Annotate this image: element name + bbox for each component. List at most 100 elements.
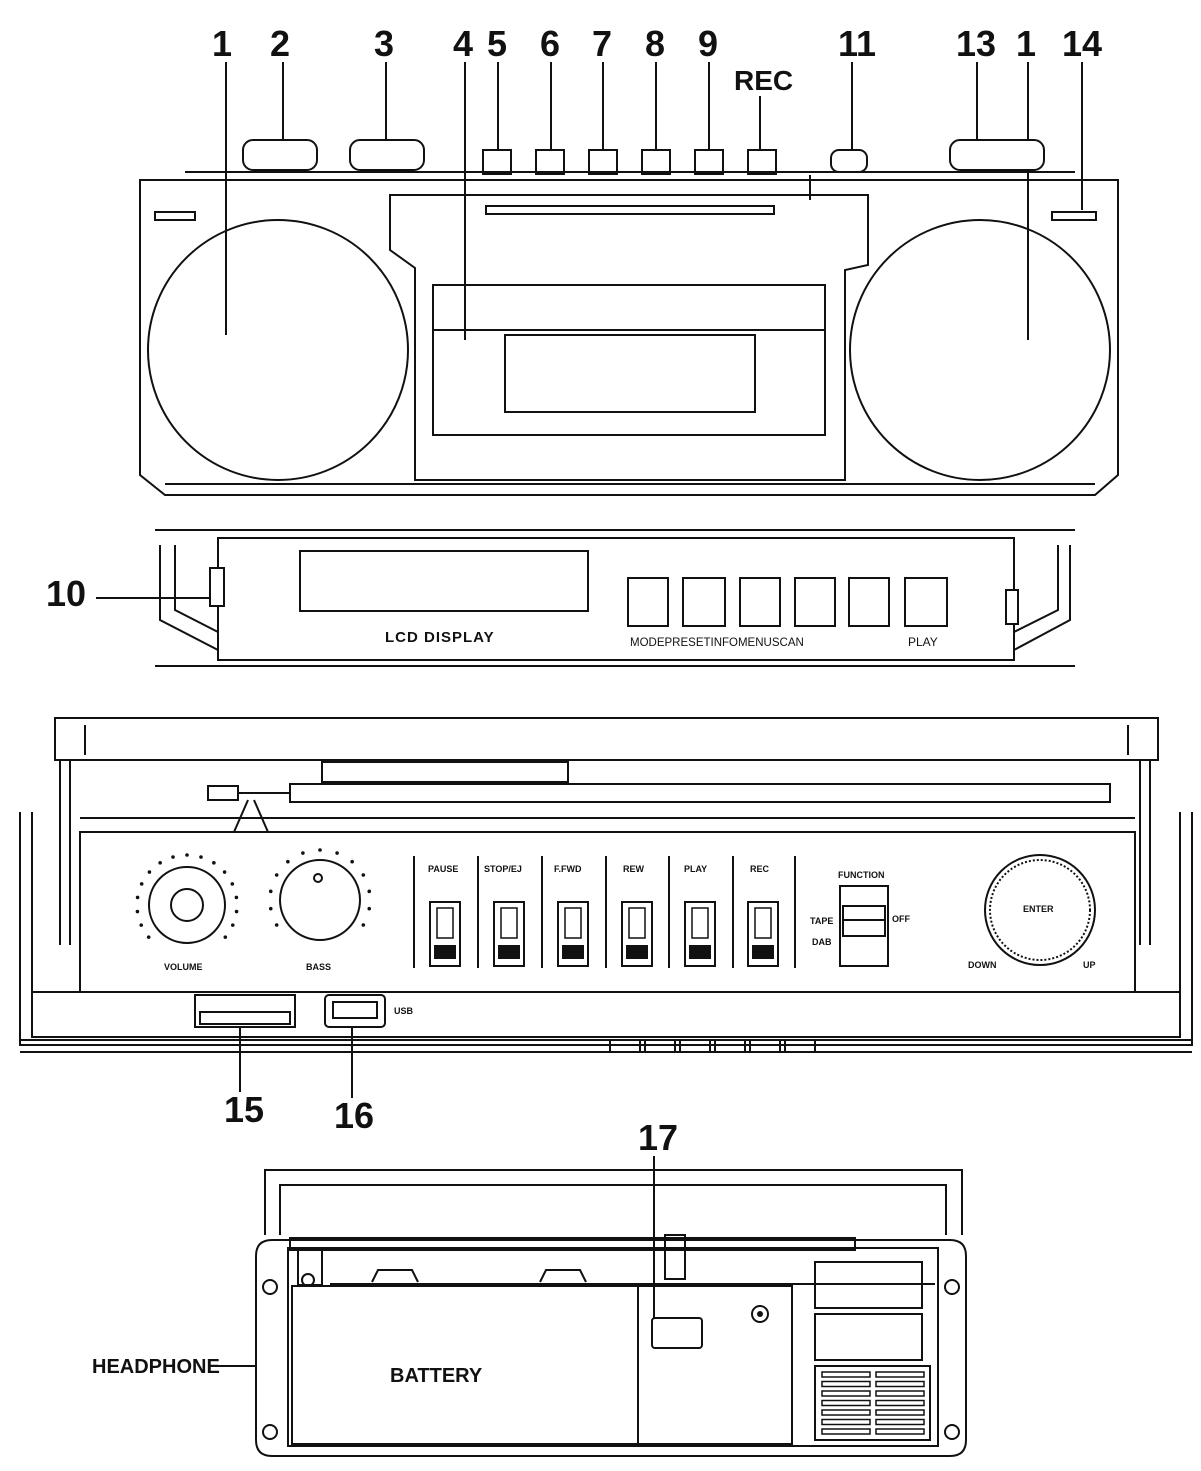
preset-button [682,577,726,627]
dial-tick [212,861,216,865]
front-body-outline [139,179,1119,496]
card-slot [194,994,296,1028]
dial-tick [350,859,354,864]
callout-2: 2 [270,23,290,64]
callout-rec: REC [734,65,793,96]
dial-tick [361,923,366,927]
back-view: 17 BATTERY HEADPHONE [92,1117,967,1457]
vent-slot [821,1390,871,1397]
dial-tick [286,859,290,864]
off-label: OFF [892,914,910,924]
buttons-label: MODEPRESETINFOMENUSCAN [630,637,804,649]
tape-key-face [434,945,456,959]
display-strip: LCD DISPLAY MODEPRESETINFOMENUSCAN PLAY … [46,529,1075,667]
dial-tick [301,851,305,855]
tape-key-inner [436,907,454,939]
front-view: 1 2 3 4 5 6 7 8 9 REC 11 13 1 14 [139,23,1119,496]
display-panel [217,537,1015,661]
battery-latch [651,1317,703,1349]
dial-tick [230,923,235,927]
vent-slot [875,1380,925,1388]
top-panel-view: VOLUME BASS PAUSE STOP/EJ F.FWD REW PLAY… [19,717,1193,1136]
function-switch [839,885,889,967]
key-7 [588,149,618,175]
key-8 [641,149,671,175]
key-5 [482,149,512,175]
bass-label: BASS [306,962,331,972]
callout-16: 16 [334,1095,374,1136]
vent-slot [821,1371,871,1378]
callout-11: 11 [838,23,876,64]
key-rew-label: REW [623,864,645,874]
info-button [739,577,781,627]
key-play-label: PLAY [684,864,707,874]
dial-tick [268,906,273,911]
tape-key-inner [691,907,709,939]
vent-slot [875,1390,925,1397]
dial-tick [139,882,144,886]
vent-slot [875,1418,925,1426]
back-body [255,1239,967,1457]
tape-label: TAPE [810,916,833,926]
dial-tick [146,935,151,939]
vent-slot [875,1371,925,1378]
mode-button [627,577,669,627]
tape-key-inner [564,907,582,939]
callout-8: 8 [645,23,665,64]
dial-tick [185,853,189,857]
dial-tick [234,909,239,914]
tape-key-face [752,945,774,959]
speaker-left [147,219,409,481]
dial-tick [335,851,339,855]
cassette-window [504,334,756,413]
cassette-door [432,284,826,436]
dial-tick [199,855,203,859]
callout-1-left: 1 [212,23,232,64]
play-button [904,577,948,627]
headphone-label: HEADPHONE [92,1356,220,1378]
callout-13: 13 [956,23,996,64]
dial-tick [158,861,162,865]
usb-port [324,994,386,1028]
cd-slot [485,205,775,215]
tape-key-face [626,945,648,959]
vent-slot [821,1380,871,1388]
key-9 [694,149,724,175]
bass-ticks [268,848,372,927]
dial-tick [135,909,140,914]
battery-label: BATTERY [390,1365,483,1387]
enter-dial [984,854,1096,966]
dial-tick [135,895,140,900]
knob-3 [349,139,425,171]
enter-label: ENTER [1023,904,1054,914]
vent-slot [875,1409,925,1416]
scan-button [848,577,890,627]
antenna [289,783,1111,803]
callout-14: 14 [1062,23,1102,64]
button-11 [830,149,868,173]
knob-13 [949,139,1045,171]
dial-tick [361,873,366,877]
callout-3: 3 [374,23,394,64]
vent-slot [875,1399,925,1407]
dial-tick [318,848,322,852]
volume-ticks [135,853,239,939]
key-pause-label: PAUSE [428,864,458,874]
dial-tick [234,895,239,900]
dial-tick [223,935,228,939]
dial-tick [268,889,273,894]
speaker-right [849,219,1111,481]
tape-key-face [562,945,584,959]
dial-tick [139,923,144,927]
callout-5: 5 [487,23,507,64]
callout-9: 9 [698,23,718,64]
callout-15: 15 [224,1089,264,1130]
lcd-display-label: LCD DISPLAY [385,629,495,646]
callout-17: 17 [638,1117,678,1158]
down-label: DOWN [968,960,997,970]
knob-2 [242,139,318,171]
dial-tick [171,855,175,859]
callout-1-right: 1 [1016,23,1036,64]
vent-slot [821,1428,871,1435]
